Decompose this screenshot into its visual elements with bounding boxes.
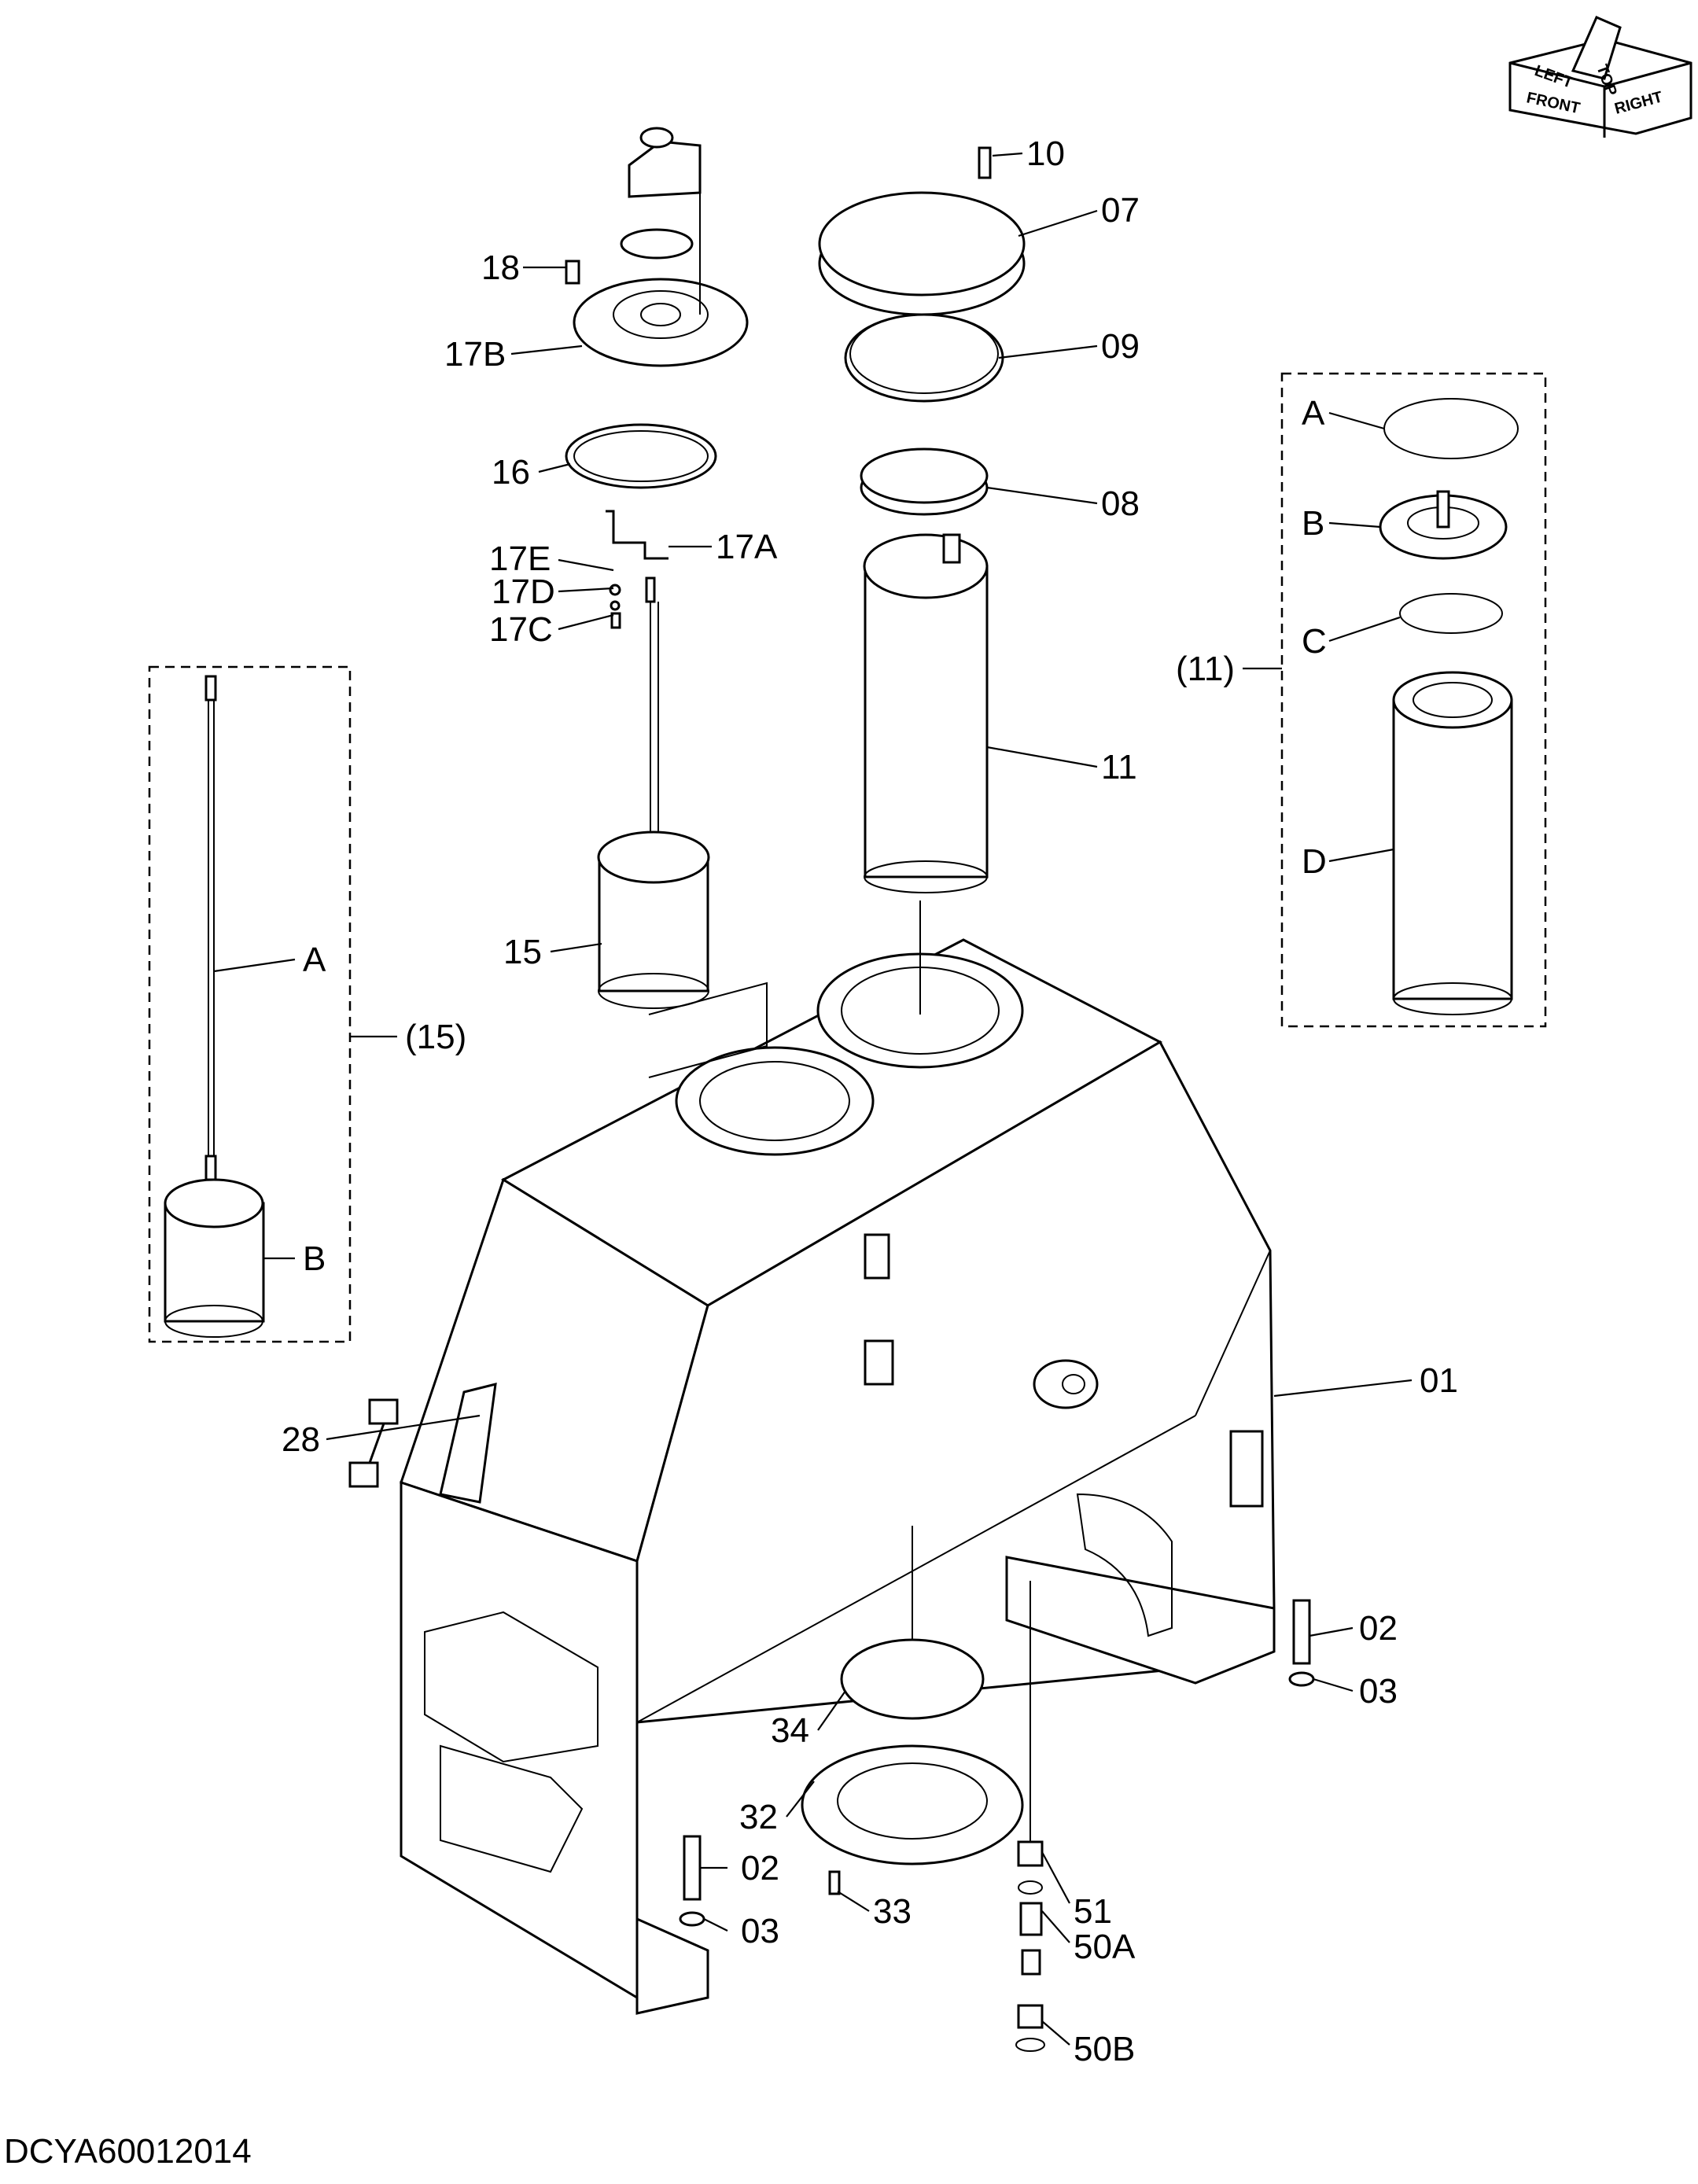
callout-17C: 17C bbox=[489, 610, 553, 649]
callout-01: 01 bbox=[1420, 1361, 1458, 1400]
callout-34: 34 bbox=[771, 1711, 809, 1750]
drawing-code: DCYA60012014 bbox=[4, 2132, 252, 2171]
kit-11-c: C bbox=[1302, 622, 1327, 661]
strainer-15 bbox=[597, 510, 710, 1009]
mounting-bolts bbox=[679, 1599, 1315, 1927]
callout-16: 16 bbox=[492, 453, 530, 492]
callout-17D: 17D bbox=[492, 573, 555, 611]
kit-11-frame bbox=[1280, 372, 1547, 1028]
callout-28: 28 bbox=[282, 1420, 320, 1459]
callout-17E: 17E bbox=[489, 540, 551, 578]
bottom-cover bbox=[801, 1638, 1024, 1895]
leader-lines bbox=[213, 152, 1413, 2046]
callout-15: 15 bbox=[503, 933, 542, 971]
return-filter-stack bbox=[818, 146, 1026, 893]
kit-15-a: A bbox=[303, 941, 326, 979]
kit-15-b: B bbox=[303, 1239, 326, 1278]
callout-02-right: 02 bbox=[1359, 1609, 1398, 1648]
callout-11: 11 bbox=[1101, 748, 1137, 786]
callout-50A: 50A bbox=[1074, 1928, 1136, 1966]
kit-15-frame bbox=[148, 665, 352, 1343]
callout-33: 33 bbox=[873, 1892, 912, 1931]
kit-15-parts bbox=[164, 675, 265, 1338]
kit-11-label: (11) bbox=[1176, 650, 1235, 688]
level-gauge-28 bbox=[348, 1398, 399, 1488]
callout-03-right: 03 bbox=[1359, 1672, 1398, 1711]
callout-10: 10 bbox=[1026, 134, 1065, 173]
callout-50B: 50B bbox=[1074, 2030, 1135, 2068]
kit-11-parts bbox=[1379, 398, 1519, 1015]
callout-17A: 17A bbox=[716, 528, 778, 566]
kit-11-b: B bbox=[1302, 504, 1324, 543]
callout-03-left: 03 bbox=[741, 1912, 779, 1950]
drain-fittings bbox=[1015, 1840, 1045, 2052]
callout-18: 18 bbox=[481, 249, 520, 287]
callout-02-left: 02 bbox=[741, 1849, 779, 1888]
hydraulic-tank-body bbox=[400, 938, 1276, 2015]
breather-cap-17B bbox=[565, 127, 749, 489]
callout-07: 07 bbox=[1101, 191, 1140, 230]
callout-09: 09 bbox=[1101, 327, 1140, 366]
callout-51: 51 bbox=[1074, 1892, 1112, 1931]
kit-11-d: D bbox=[1302, 842, 1327, 881]
callout-08: 08 bbox=[1101, 484, 1140, 523]
kit-15-label: (15) bbox=[405, 1018, 466, 1056]
kit-11-a: A bbox=[1302, 394, 1325, 433]
callout-32: 32 bbox=[739, 1798, 778, 1836]
callout-17B: 17B bbox=[444, 335, 506, 374]
orientation-indicator: FRONT LEFT TOP RIGHT bbox=[1508, 16, 1692, 138]
